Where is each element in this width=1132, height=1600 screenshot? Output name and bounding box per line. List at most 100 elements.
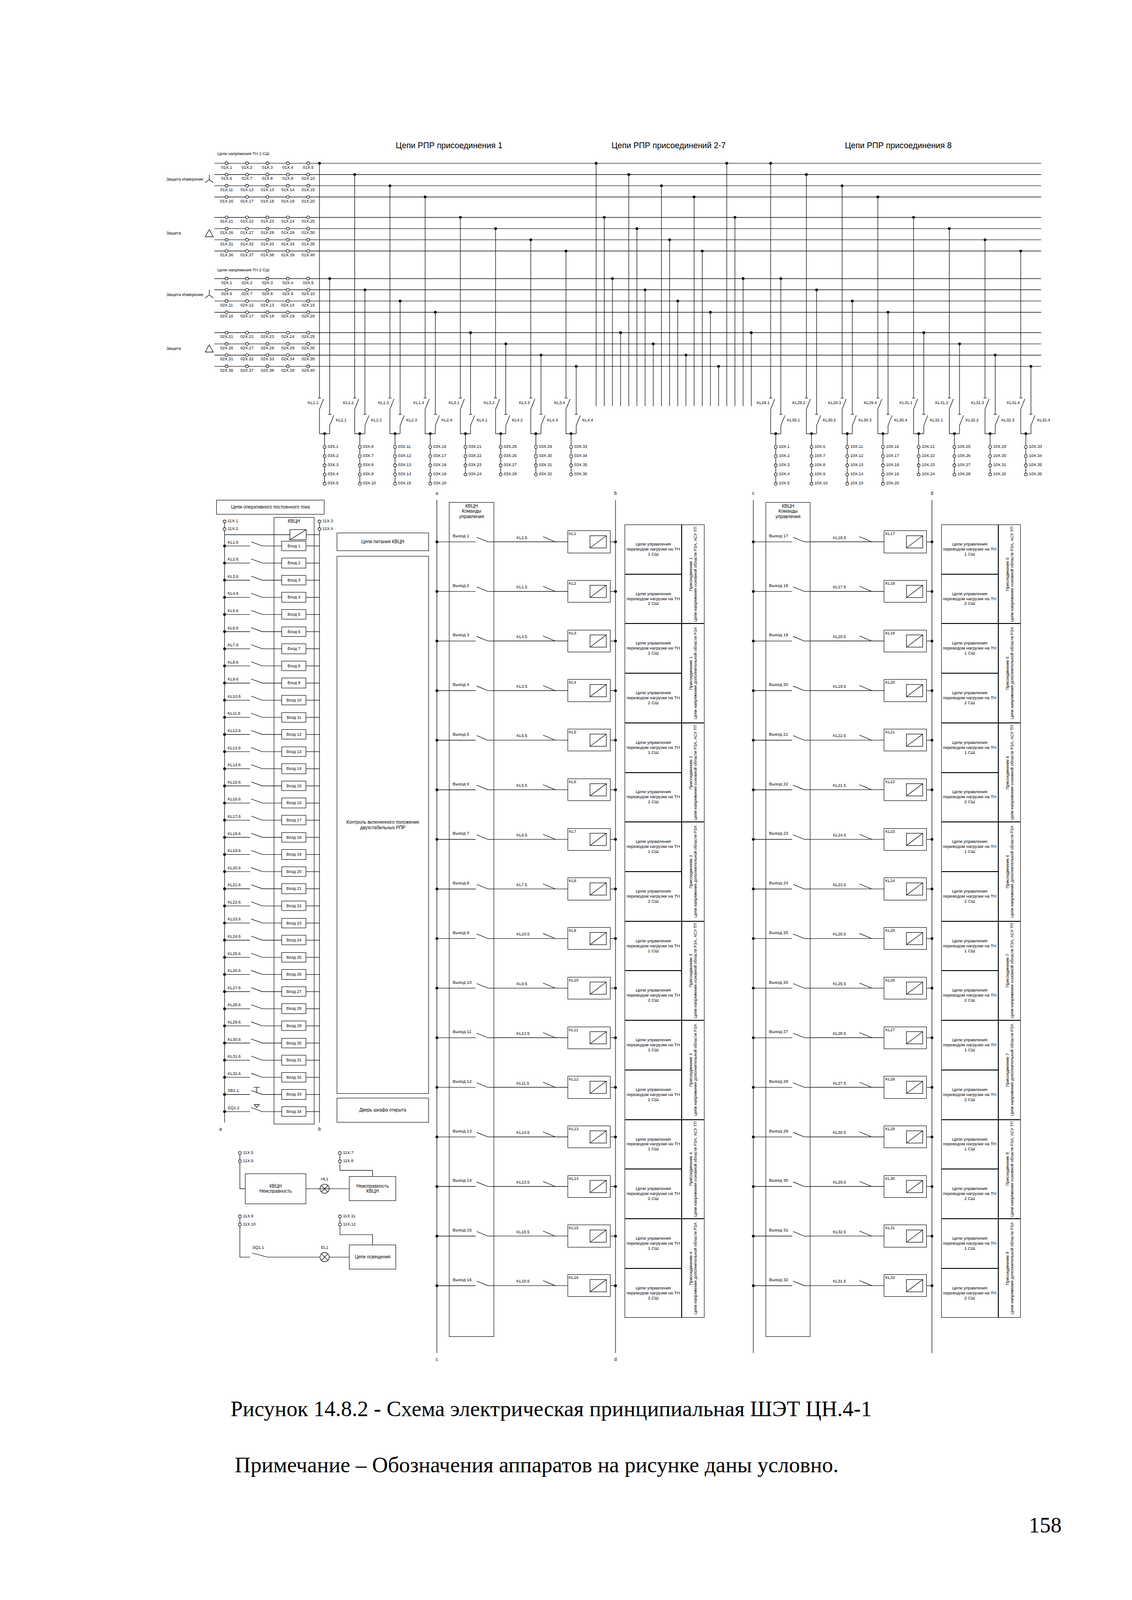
wire xyxy=(306,597,320,598)
terminal-label: 01X.29 xyxy=(281,230,295,236)
circuit-box: Цепи управления переводом нагрузки на ТН… xyxy=(941,772,999,823)
terminal-symbol xyxy=(358,445,361,449)
junction-dot xyxy=(614,937,617,940)
wire xyxy=(306,974,320,976)
group-text: Цепи напряжения основной области РЗА, АС… xyxy=(1009,725,1015,821)
contact-symbol xyxy=(542,1082,556,1088)
wire xyxy=(753,740,793,741)
wire xyxy=(505,344,507,415)
terminal-label: 03X.8 xyxy=(362,463,374,468)
wire xyxy=(306,1008,320,1010)
terminal-symbol xyxy=(988,445,992,449)
group-heading: Присоединение 1 xyxy=(688,526,694,622)
relay-coil: KL30 xyxy=(883,1175,927,1199)
coil-symbol xyxy=(589,982,607,995)
output-label: Выход 10 xyxy=(452,980,472,986)
terminal-symbol xyxy=(809,445,813,449)
contact-symbol xyxy=(541,415,546,426)
wire xyxy=(487,591,494,592)
contact-symbol xyxy=(365,415,370,426)
wire xyxy=(804,988,811,989)
terminal-label: 02X.20 xyxy=(301,314,315,319)
junction-dot xyxy=(499,432,502,435)
terminal-label: 01X.34 xyxy=(281,242,295,247)
wire-connector xyxy=(810,839,884,840)
wire xyxy=(306,957,320,958)
contact-symbol xyxy=(859,735,872,741)
group-text: Цепи напряжения основной области РЗА, АС… xyxy=(1009,1121,1015,1218)
contact-symbol xyxy=(250,799,263,804)
junction-dot xyxy=(930,1284,934,1288)
output-label: Выход 6 xyxy=(452,782,470,788)
bus-letter: c xyxy=(752,490,755,496)
terminal-label: 01X.7 xyxy=(241,176,253,182)
junction-dot xyxy=(614,1037,617,1040)
contact-label: KL23.5 xyxy=(833,883,847,888)
wire xyxy=(224,700,251,701)
contact-symbol xyxy=(250,559,263,564)
wire xyxy=(306,545,320,547)
terminal-label: 03X.29 xyxy=(538,444,553,450)
coil-symbol xyxy=(906,833,924,846)
input-label: Вход 27 xyxy=(286,989,302,995)
wire xyxy=(487,541,494,543)
wire xyxy=(923,425,924,434)
circuit-text: Цепи управления переводом нагрузки на ТН… xyxy=(626,1236,680,1252)
contact-label: KL28.6 xyxy=(227,1003,241,1009)
terminal-label: 10X.7 xyxy=(814,453,826,459)
rotated-text-block: Присоединение 7Цепи напряжения основной … xyxy=(1004,923,1015,1019)
contact-label: KL32.1 xyxy=(929,418,944,423)
wire xyxy=(487,889,494,890)
wire xyxy=(500,433,501,475)
terminal-label: 10X.29 xyxy=(993,444,1007,450)
terminal-label: 03X.19 xyxy=(433,472,447,477)
terminal-label: 01X.19 xyxy=(281,199,295,204)
terminal-label: 02X.33 xyxy=(260,357,275,362)
contact-label: KL29.5 xyxy=(833,1180,847,1186)
wire xyxy=(306,1077,320,1078)
rotated-text-block: Присоединение 4Цепи напряжения основной … xyxy=(688,1121,699,1218)
circuit-text: Цепи управления переводом нагрузки на ТН… xyxy=(943,690,997,706)
wire xyxy=(306,923,320,924)
coil-symbol xyxy=(589,1131,607,1144)
junction-dot xyxy=(223,1111,226,1114)
terminal-symbol xyxy=(306,299,310,303)
coil-symbol xyxy=(906,684,924,698)
terminal-symbol xyxy=(988,473,992,476)
wire xyxy=(262,803,282,804)
terminal-label: 03X.12 xyxy=(397,453,412,459)
terminal-label: 11X.2 xyxy=(227,526,239,532)
wire xyxy=(437,591,476,592)
box-text: Цепи освещения xyxy=(354,1254,391,1261)
contact-label: KL8.5 xyxy=(516,833,528,839)
label-box: КВЦННеисправность xyxy=(245,1173,307,1205)
output-label: Выход 25 xyxy=(769,930,789,936)
terminal-symbol xyxy=(428,482,432,486)
terminal-symbol xyxy=(266,215,269,219)
junction-dot xyxy=(693,195,696,199)
terminal-label: 10X.26 xyxy=(957,453,971,459)
junction-dot xyxy=(922,331,925,334)
terminal-label: 03X.30 xyxy=(538,453,553,459)
star-symbol xyxy=(209,295,214,299)
wire xyxy=(877,409,888,434)
box-text: Контроль включенного положения двухстаби… xyxy=(338,819,427,831)
junction-dot xyxy=(752,1037,755,1040)
terminal-label: 01X.10 xyxy=(301,176,315,182)
contact-symbol xyxy=(859,1181,872,1187)
junction-dot xyxy=(434,311,437,314)
section-title: Цепи РПР присоединения 1 xyxy=(395,141,503,151)
terminal-label: 01X.21 xyxy=(219,219,234,225)
wire xyxy=(262,700,282,701)
wire-connector xyxy=(810,888,884,890)
contact-label: SQ1.2 xyxy=(227,1106,240,1112)
terminal-symbol xyxy=(286,299,290,303)
input-label: Вход 9 xyxy=(287,680,301,686)
terminal-symbol xyxy=(225,161,229,165)
wire xyxy=(306,751,320,752)
box-text: Неисправность xyxy=(259,1189,292,1195)
junction-dot xyxy=(930,1136,934,1139)
contact-symbol xyxy=(250,730,263,735)
wire xyxy=(806,409,817,434)
terminal-symbol xyxy=(286,288,290,292)
